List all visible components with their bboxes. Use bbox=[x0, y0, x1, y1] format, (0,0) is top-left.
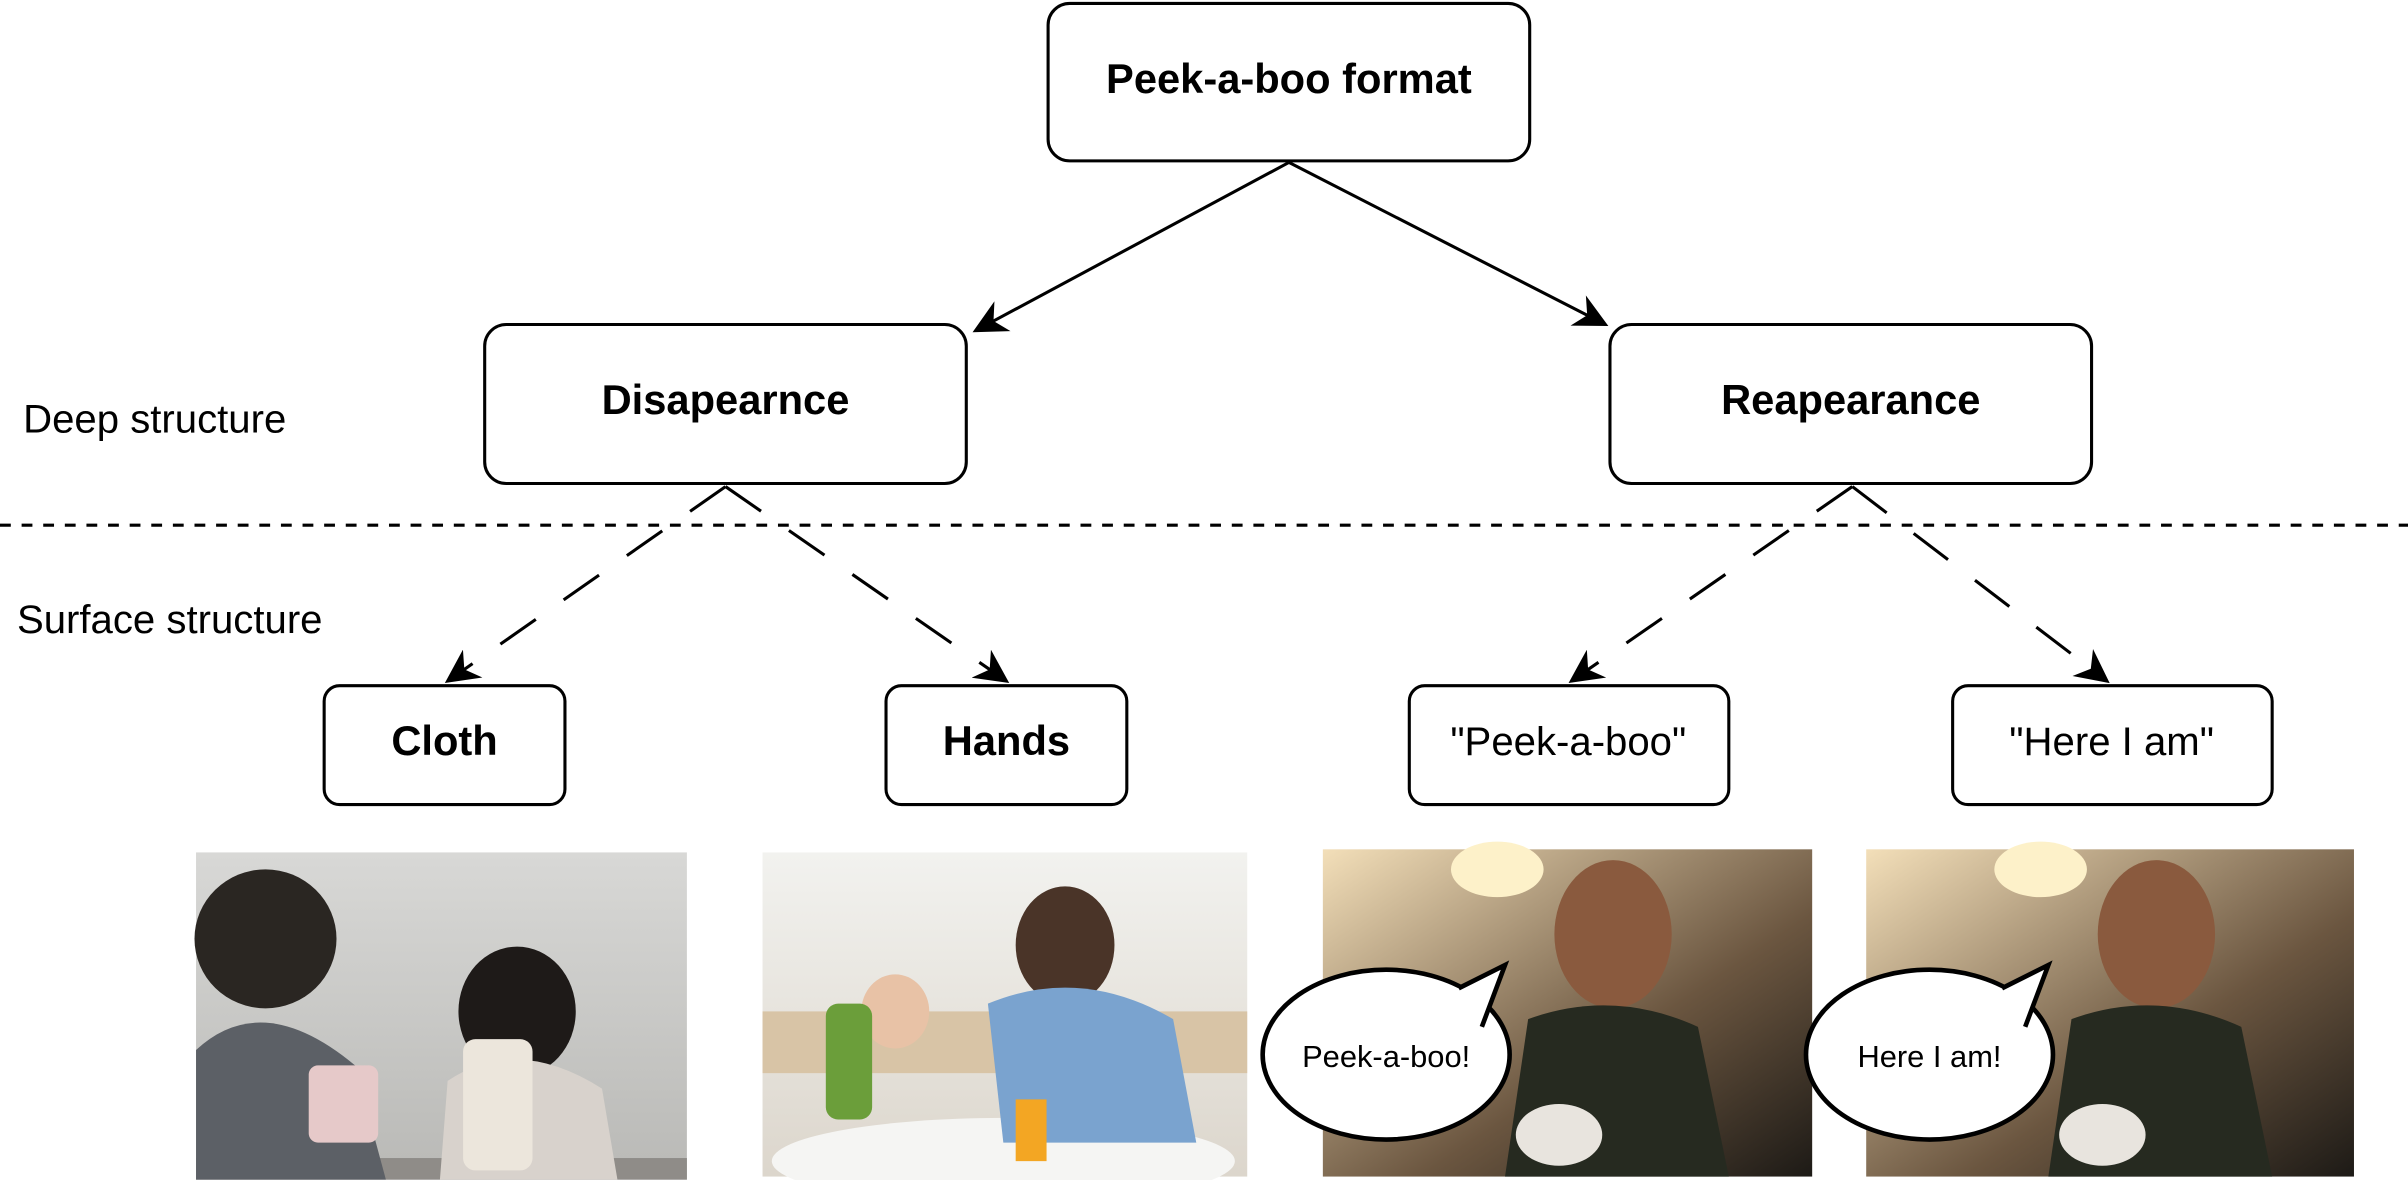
photo-peekaboo: Peek-a-boo! bbox=[1260, 841, 1813, 1177]
surface-structure-label: Surface structure bbox=[17, 597, 323, 642]
edge-root-to-reappearance bbox=[1288, 161, 1609, 327]
speech-bubble-text: Here I am! bbox=[1857, 1039, 2001, 1074]
edge-disappearance-to-cloth bbox=[444, 485, 727, 684]
edge-disappearance-to-hands bbox=[724, 485, 1010, 684]
speech-bubble-text: Peek-a-boo! bbox=[1302, 1039, 1470, 1074]
photo-cloth bbox=[194, 852, 687, 1180]
photo-here-i-am: Here I am! bbox=[1803, 841, 2354, 1177]
edge-reappearance-to-peekaboo bbox=[1568, 485, 1854, 684]
node-label: Cloth bbox=[391, 717, 497, 764]
edge-root-to-disappearance bbox=[972, 161, 1290, 333]
node-label: Peek-a-boo format bbox=[1106, 55, 1472, 102]
node-cloth: Cloth bbox=[322, 684, 567, 807]
node-label: "Here I am" bbox=[2009, 719, 2214, 764]
node-reappearance: Reapearance bbox=[1608, 322, 2094, 486]
node-disappearance: Disapearnce bbox=[483, 322, 968, 486]
node-label: Hands bbox=[943, 717, 1070, 764]
deep-structure-label: Deep structure bbox=[23, 397, 286, 442]
edge-reappearance-to-hereiam bbox=[1851, 485, 2110, 684]
node-hands: Hands bbox=[884, 684, 1129, 807]
speech-bubble bbox=[1803, 967, 2056, 1142]
node-peekaboo-utterance: "Peek-a-boo" bbox=[1407, 684, 1731, 807]
photo-hands bbox=[762, 852, 1248, 1180]
node-label: "Peek-a-boo" bbox=[1450, 719, 1686, 764]
speech-bubble bbox=[1260, 967, 1512, 1142]
node-hereiam-utterance: "Here I am" bbox=[1951, 684, 2274, 807]
node-label: Reapearance bbox=[1721, 376, 1980, 423]
node-label: Disapearnce bbox=[602, 376, 850, 423]
node-peekaboo-format: Peek-a-boo format bbox=[1046, 1, 1532, 163]
